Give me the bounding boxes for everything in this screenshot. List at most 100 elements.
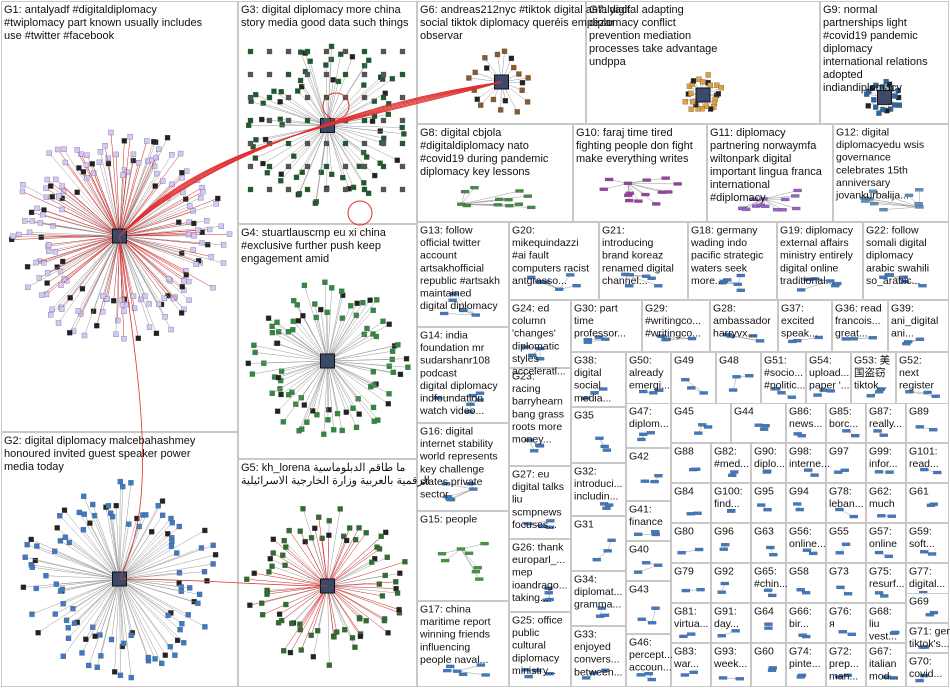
group-label: G95 xyxy=(754,486,774,498)
group-label-line: indiandiplomacy xyxy=(823,82,902,94)
node xyxy=(362,141,367,146)
node xyxy=(387,391,392,396)
node xyxy=(626,192,634,195)
group-label-line: money... xyxy=(512,434,552,446)
group-label-line: #twiplomacy part known usually includes xyxy=(4,17,203,29)
group-label: G55 xyxy=(829,526,849,538)
node xyxy=(168,516,173,521)
group-label: G5: kh_lorena ما طاقم الدبلوماسيةالرقمية… xyxy=(241,462,430,487)
group-label-line: bir... xyxy=(789,618,809,630)
group-label-line: mep xyxy=(512,567,533,579)
node xyxy=(90,502,95,507)
group-label: G40 xyxy=(629,544,649,556)
node xyxy=(839,630,847,633)
group-label-line: italian xyxy=(869,658,897,670)
node xyxy=(400,72,405,77)
group-label-line: virtua... xyxy=(674,618,708,630)
group-box xyxy=(2,2,238,432)
node xyxy=(377,582,382,587)
node xyxy=(382,616,387,621)
node xyxy=(764,623,772,626)
node xyxy=(97,632,102,637)
node xyxy=(34,586,39,591)
node xyxy=(397,607,402,612)
node xyxy=(331,427,336,432)
group-label-line: G54: xyxy=(809,355,832,367)
node xyxy=(494,203,502,206)
node xyxy=(797,675,805,678)
node xyxy=(773,208,781,211)
node xyxy=(482,55,487,60)
node xyxy=(211,543,216,548)
node xyxy=(764,627,772,630)
node xyxy=(605,504,613,507)
node xyxy=(128,480,133,485)
group-label-line: #covid19 pandemic xyxy=(823,30,918,42)
node xyxy=(324,118,329,123)
node xyxy=(555,288,563,291)
node xyxy=(286,118,291,123)
node xyxy=(80,650,85,655)
group-label-line: introducing xyxy=(602,237,654,249)
node xyxy=(165,135,170,140)
group-label-line: G98: xyxy=(789,446,812,458)
node xyxy=(697,588,705,591)
node xyxy=(390,76,395,81)
group-label-line: states private xyxy=(420,476,483,488)
node xyxy=(227,232,232,237)
group-label-line: digital diplomacy xyxy=(420,300,498,312)
node xyxy=(156,147,161,152)
node xyxy=(81,527,86,532)
node xyxy=(344,538,349,543)
group-label-line: 'changes' xyxy=(512,328,556,340)
node xyxy=(788,396,796,399)
group-label-line: G8: digital cbjola xyxy=(420,127,502,139)
group-label: G66:bir... xyxy=(789,606,812,631)
group-label: G80 xyxy=(674,526,694,538)
node xyxy=(654,474,662,477)
node xyxy=(380,593,385,598)
node xyxy=(298,50,303,55)
node xyxy=(279,172,284,177)
node xyxy=(866,103,871,108)
node xyxy=(120,173,125,178)
group-label-line: key challenge xyxy=(420,463,484,475)
node xyxy=(281,419,286,424)
node xyxy=(325,310,330,315)
node xyxy=(505,204,513,207)
group-label-line: honoured invited guest speaker power xyxy=(4,448,191,460)
node xyxy=(82,512,87,517)
node xyxy=(144,138,149,143)
node xyxy=(625,199,633,202)
group-label-line: undppa xyxy=(589,56,627,68)
group-label-line: G48 xyxy=(719,355,739,367)
node xyxy=(215,196,220,201)
node xyxy=(178,627,183,632)
node xyxy=(253,92,258,97)
group-label-line: #ai fault xyxy=(512,250,549,262)
node xyxy=(689,107,694,112)
node xyxy=(309,535,314,540)
node xyxy=(885,555,893,558)
node xyxy=(440,312,448,315)
node xyxy=(296,318,301,323)
group-label-line: G13: follow xyxy=(420,225,473,237)
node xyxy=(361,180,366,185)
node xyxy=(302,403,307,408)
node xyxy=(679,635,687,638)
node xyxy=(733,375,741,378)
node xyxy=(268,556,273,561)
node xyxy=(886,471,894,474)
node xyxy=(362,118,367,123)
node xyxy=(252,571,257,576)
group-label-line: percept... xyxy=(629,649,673,661)
group-label: G42 xyxy=(629,451,649,463)
group-label-line: maritime report xyxy=(420,616,491,628)
group-label-line: G73 xyxy=(829,566,849,578)
group-label-line: G99: xyxy=(869,446,892,458)
group-label-line: G60 xyxy=(754,646,774,658)
node xyxy=(53,177,58,182)
node xyxy=(472,570,480,573)
node xyxy=(664,190,672,193)
node xyxy=(34,544,39,549)
